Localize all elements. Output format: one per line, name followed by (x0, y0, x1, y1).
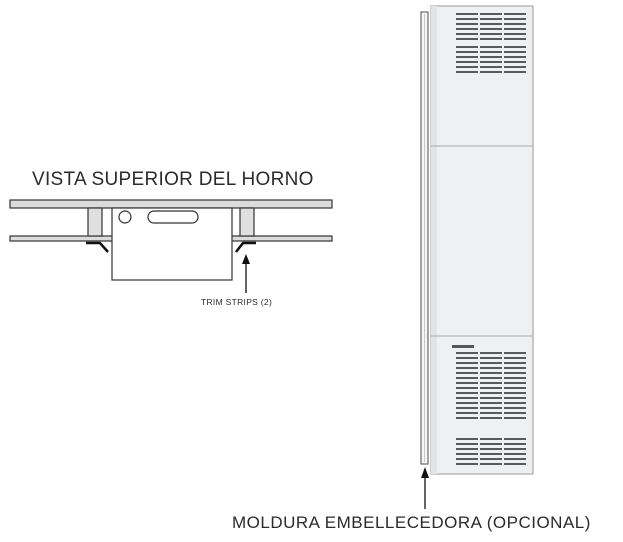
top-grille (456, 13, 526, 73)
trim-molding-label: MOLDURA EMBELLECEDORA (OPCIONAL) (232, 513, 591, 532)
vent-circle (118, 210, 132, 224)
trim-strips-label: TRIM STRIPS (2) (201, 297, 273, 307)
left-stud (87, 207, 103, 237)
arrow-up-icon (421, 467, 429, 509)
brand-badge (452, 345, 474, 348)
top-view-schematic (9, 199, 333, 293)
furnace-cabinet (430, 5, 534, 475)
lower-grille (456, 352, 526, 419)
top-view-title: VISTA SUPERIOR DEL HORNO (32, 169, 314, 190)
trim-strip-right (235, 241, 256, 253)
arrow-up-icon (242, 254, 250, 293)
vent-slot (147, 210, 199, 224)
right-stud (239, 207, 255, 237)
upper-wall-panel (9, 199, 333, 209)
trim-strip-left (86, 241, 109, 253)
trim-molding (420, 11, 429, 465)
bottom-grille (456, 438, 526, 465)
